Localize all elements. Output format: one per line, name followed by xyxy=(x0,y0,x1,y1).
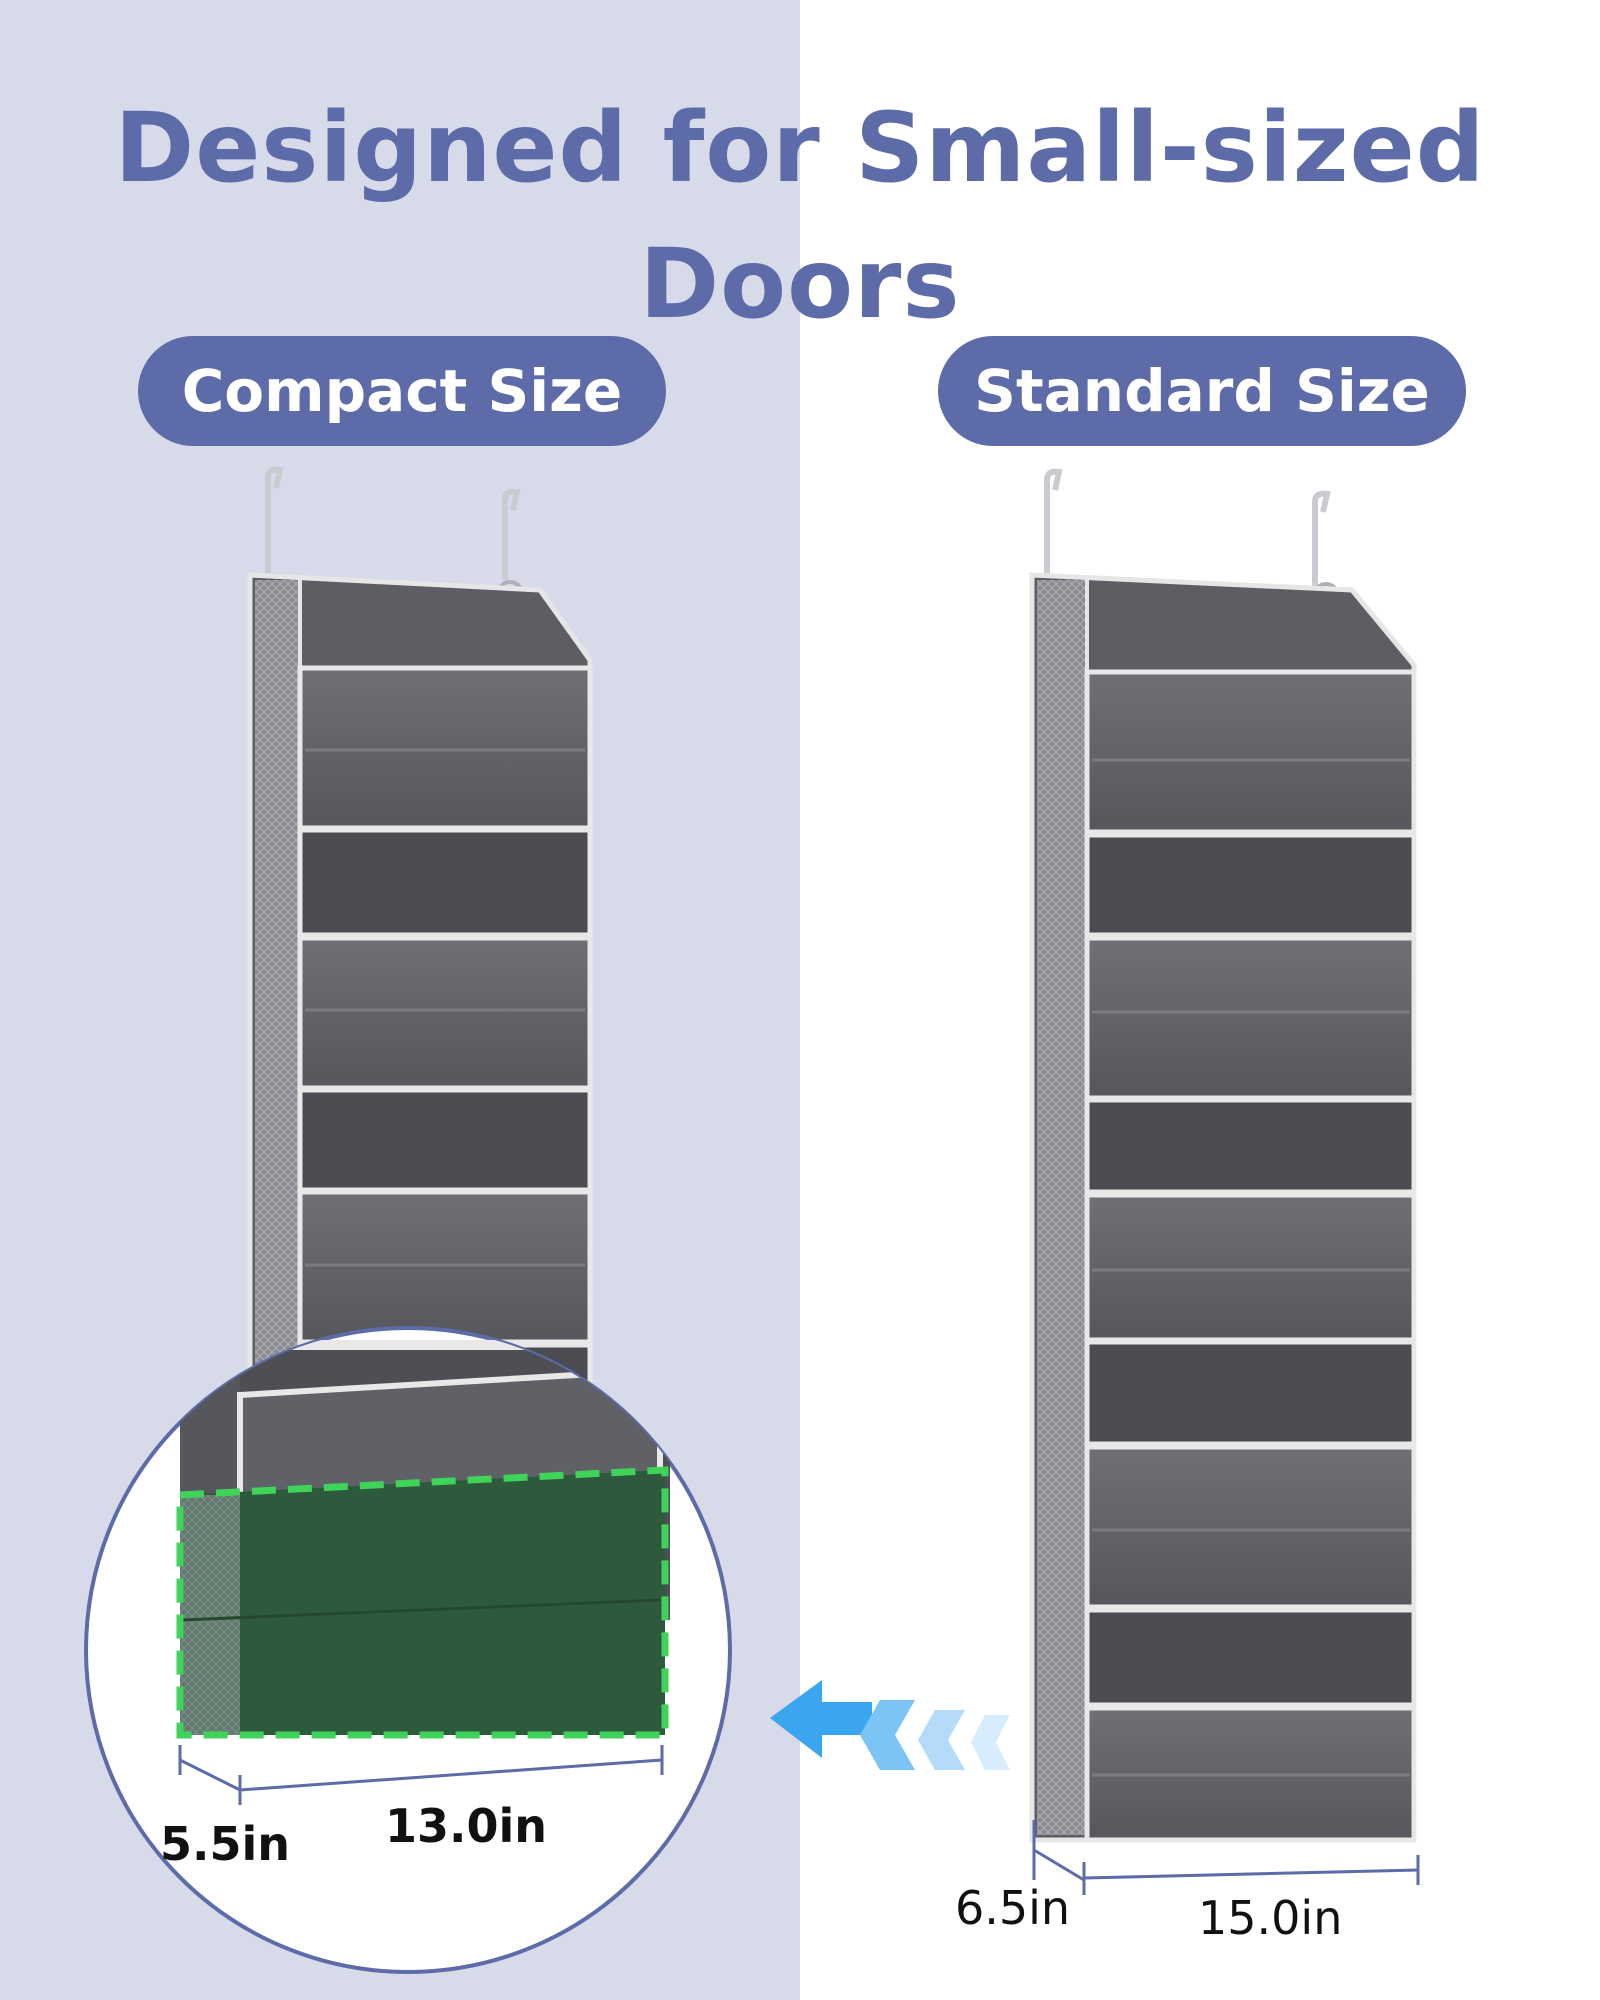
compact-width-dimension: 13.0in xyxy=(385,1799,548,1853)
title-line-2: Doors xyxy=(639,228,961,340)
compact-organizer xyxy=(247,466,593,1388)
page-title: Designed for Small-sized Doors xyxy=(0,80,1600,352)
title-line-1: Designed for Small-sized xyxy=(114,92,1486,204)
compact-size-label: Compact Size xyxy=(138,336,666,446)
left-arrow-icon xyxy=(770,1680,1010,1770)
over-door-hook-icon xyxy=(265,466,521,580)
standard-organizer xyxy=(1029,468,1420,1895)
standard-size-label: Standard Size xyxy=(938,336,1466,446)
standard-width-dimension: 15.0in xyxy=(1198,1891,1343,1945)
standard-depth-dimension: 6.5in xyxy=(955,1881,1071,1935)
zoom-detail-circle xyxy=(84,1326,732,1974)
compact-depth-dimension: 5.5in xyxy=(160,1817,291,1871)
over-door-hook-icon xyxy=(1044,468,1331,590)
